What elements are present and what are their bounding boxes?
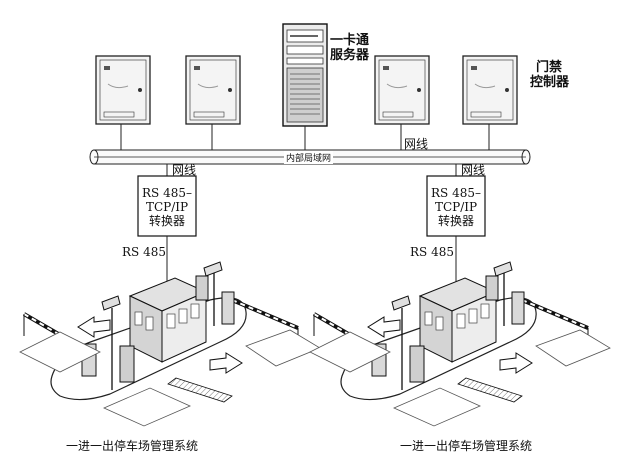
caption-left: 一进一出停车场管理系统 (66, 439, 199, 453)
converter-left-line3: 转换器 (148, 214, 185, 228)
rs485-left-label: RS 485 (122, 245, 166, 259)
caption-right: 一进一出停车场管理系统 (400, 439, 533, 453)
server-label-line2: 服务器 (330, 48, 370, 63)
cable-left-label: 网线 (172, 163, 197, 177)
access-controller-label-line2: 控制器 (530, 75, 570, 90)
cable-right-label: 网线 (461, 163, 486, 177)
converter-box-left (137, 175, 197, 237)
converter-right-label: RS 485– TCP/IP 转换器 (427, 186, 485, 228)
lan-bus-label: 内部局域网 (284, 151, 334, 164)
server-tower (282, 23, 328, 150)
converter-left-line2: TCP/IP (145, 200, 189, 214)
server-label-line1: 一卡通 (330, 33, 370, 48)
parking-site-right (309, 261, 611, 427)
parking-site-left (19, 261, 321, 427)
controller-cabinet-1 (95, 55, 151, 150)
controller-cabinet-2 (185, 55, 241, 150)
access-controller-label: 门禁 控制器 (530, 60, 569, 90)
rs485-right-label: RS 485 (410, 245, 454, 259)
converter-right-line2: TCP/IP (434, 200, 478, 214)
access-controller-label-line1: 门禁 (536, 60, 563, 75)
server-label: 一卡通 服务器 (330, 33, 369, 63)
converter-right-line3: 转换器 (437, 214, 474, 228)
controller-cabinet-4 (462, 55, 518, 150)
converter-box-right (426, 175, 486, 237)
cable-top-label: 网线 (404, 137, 429, 151)
converter-left-line1: RS 485– (142, 186, 192, 200)
converter-left-label: RS 485– TCP/IP 转换器 (138, 186, 196, 228)
controller-cabinet-3 (374, 55, 430, 150)
converter-right-line1: RS 485– (431, 186, 481, 200)
